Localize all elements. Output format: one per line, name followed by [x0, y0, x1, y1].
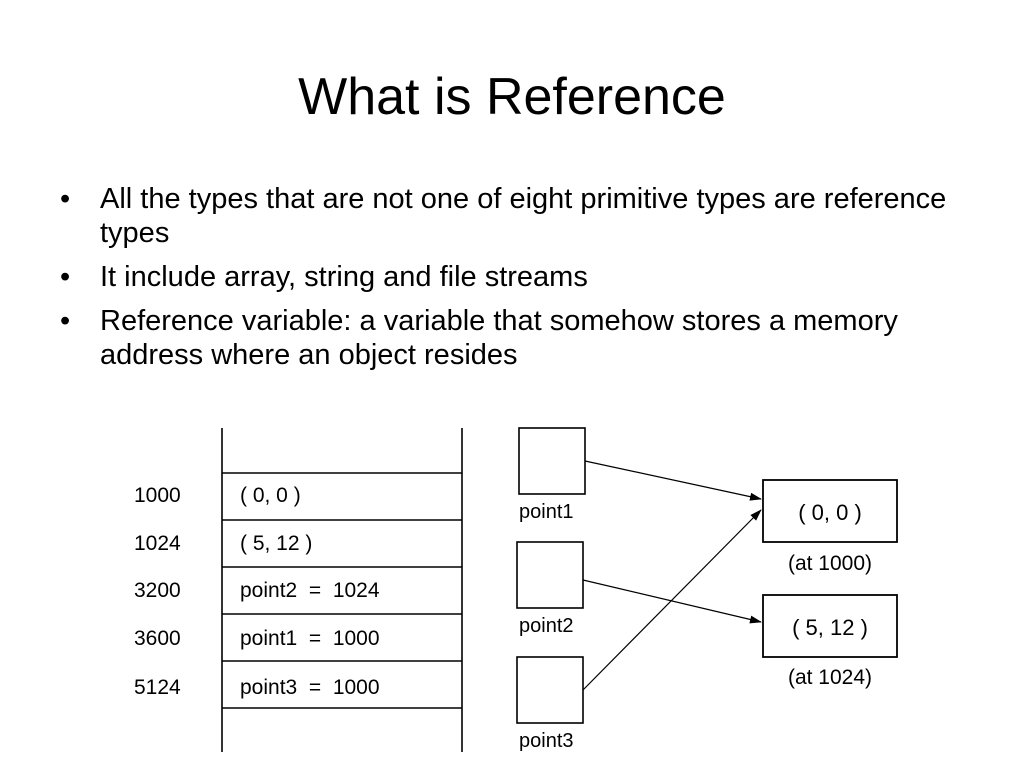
bullet-item: • It include array, string and file stre…	[60, 260, 960, 294]
objects: ( 0, 0 ) (at 1000) ( 5, 12 ) (at 1024)	[762, 479, 898, 689]
reference-arrows	[582, 460, 762, 691]
bullet-item: • All the types that are not one of eigh…	[60, 182, 960, 250]
bullet-text: All the types that are not one of eight …	[100, 183, 947, 249]
memory-cell-content: ( 0, 0 )	[240, 484, 301, 507]
bullet-item: • Reference variable: a variable that so…	[60, 304, 960, 372]
variable-box-point1	[518, 427, 586, 495]
bullet-dot-icon: •	[60, 305, 71, 337]
bullet-dot-icon: •	[60, 183, 71, 215]
object-location: (at 1000)	[788, 552, 872, 575]
memory-address: 1024	[134, 532, 181, 555]
object-value: ( 0, 0 )	[798, 500, 862, 525]
bullet-dot-icon: •	[60, 261, 71, 293]
variable-label: point1	[519, 501, 574, 523]
object-location: (at 1024)	[788, 666, 872, 689]
memory-table: 1000 1024 3200 3600 5124 ( 0, 0 ) ( 5, 1…	[134, 428, 463, 752]
arrow-point2-to-object1	[582, 579, 762, 624]
bullet-text: It include array, string and file stream…	[100, 261, 588, 293]
variable-label: point2	[519, 615, 574, 637]
memory-cell-content: point3 = 1000	[240, 676, 380, 699]
object-box-1	[762, 594, 898, 658]
arrow-point1-to-object0	[584, 460, 762, 501]
object-box-0	[762, 479, 898, 543]
arrow-point3-to-object0	[582, 509, 762, 691]
memory-cell-content: ( 5, 12 )	[240, 532, 312, 555]
memory-address: 5124	[134, 676, 181, 699]
variable-label: point3	[519, 730, 574, 752]
variable-box-point2	[516, 541, 584, 609]
variable-box-point3	[516, 656, 584, 724]
memory-address: 3200	[134, 579, 181, 602]
bullet-text: Reference variable: a variable that some…	[100, 305, 898, 371]
memory-address: 3600	[134, 627, 181, 650]
object-value: ( 5, 12 )	[792, 615, 868, 640]
reference-variables: point1 point2 point3	[516, 427, 586, 752]
slide-title: What is Reference	[298, 68, 726, 126]
memory-address: 1000	[134, 484, 181, 507]
memory-cell-content: point1 = 1000	[240, 627, 380, 650]
bullet-list: • All the types that are not one of eigh…	[60, 182, 960, 382]
memory-cell-content: point2 = 1024	[240, 579, 380, 602]
